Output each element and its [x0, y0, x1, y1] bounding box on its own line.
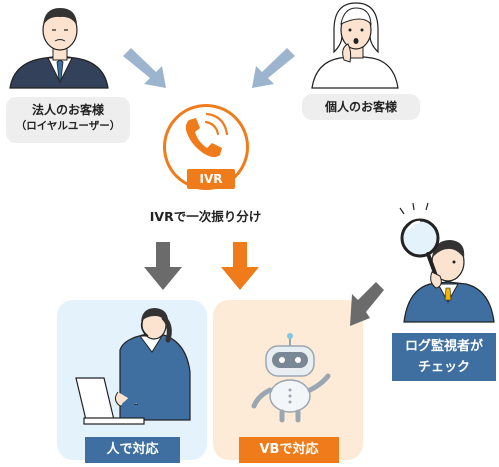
corporate-customer-label-line2: （ロイヤルユーザー）: [15, 120, 121, 133]
log-monitor-label: ログ監視者が チェック: [392, 333, 496, 381]
vb-handling-label: VBで対応: [239, 437, 339, 463]
log-monitor-label-line1: ログ監視者が: [404, 339, 483, 354]
log-monitor-label-line2: チェック: [417, 360, 470, 375]
corporate-customer-label-line1: 法人のお客様: [31, 103, 104, 117]
ivr-badge: IVR: [187, 169, 235, 189]
individual-customer-label: 個人のお客様: [302, 94, 420, 120]
ivr-caption: IVRで一次振り分け: [149, 209, 262, 224]
human-handling-label: 人で対応: [85, 437, 180, 463]
corporate-customer-label: 法人のお客様 （ロイヤルユーザー）: [6, 97, 130, 143]
